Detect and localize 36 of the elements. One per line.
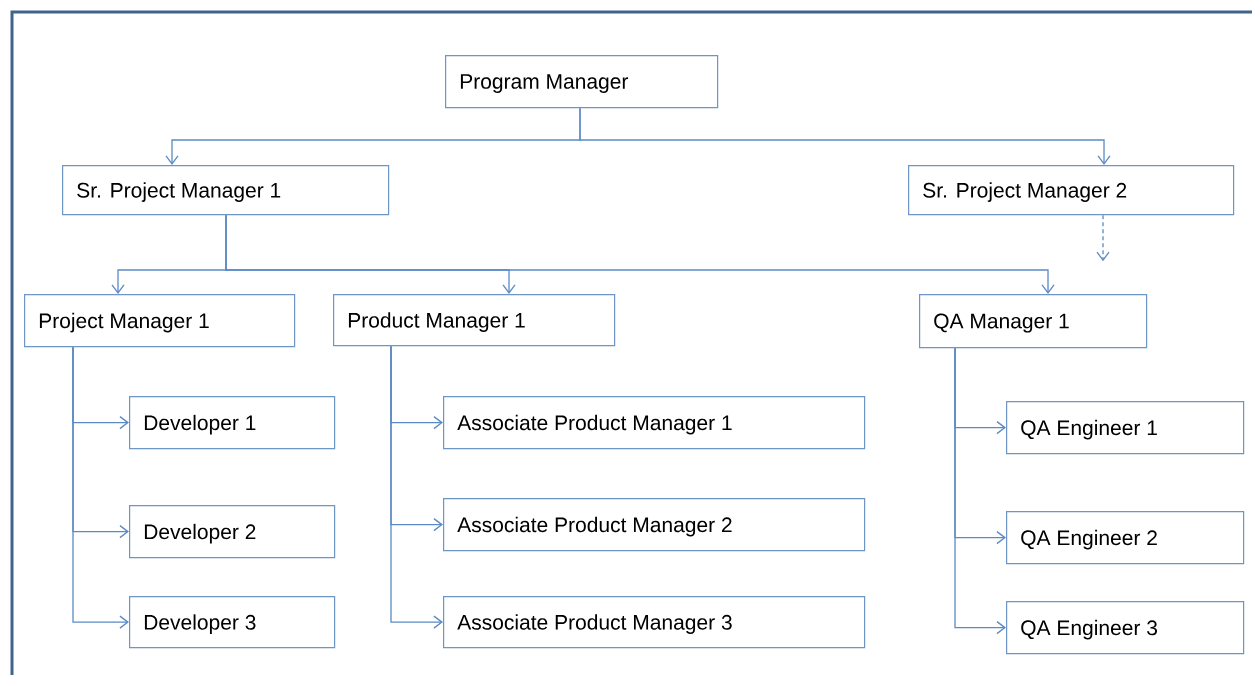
- role-label: Sr. Project Manager 1: [77, 182, 281, 202]
- role-box: [1006, 601, 1245, 655]
- arrow: [72, 346, 129, 629]
- role-label: Developer 3: [144, 614, 256, 634]
- role-label: Product Manager 1: [348, 312, 525, 332]
- role-box: [445, 55, 719, 109]
- role-label: Associate Product Manager 3: [457, 614, 732, 634]
- role-label: Sr. Project Manager 2: [923, 182, 1127, 202]
- role-box: [1006, 511, 1245, 565]
- arrow: [579, 107, 1111, 165]
- role-box: [919, 294, 1148, 349]
- role-label: Developer 1: [144, 414, 256, 435]
- role-box: [62, 165, 390, 216]
- role-label: QA Engineer 1: [1021, 419, 1157, 440]
- role-box: [129, 505, 336, 559]
- arrow: [1096, 214, 1110, 262]
- role-box: [443, 396, 866, 450]
- role-box: [333, 294, 616, 347]
- role-label: Program Manager: [460, 74, 629, 93]
- role-label: Associate Product Manager 2: [457, 516, 732, 537]
- role-box: [1006, 401, 1245, 455]
- role-box: [908, 165, 1235, 216]
- role-box: [129, 596, 336, 649]
- arrow: [225, 214, 1055, 294]
- role-label: QA Engineer 3: [1021, 619, 1157, 640]
- role-label: Developer 2: [144, 523, 256, 544]
- role-box: [24, 294, 296, 348]
- role-box: [443, 596, 866, 649]
- role-label: Associate Product Manager 1: [457, 414, 732, 435]
- role-label: QA Manager 1: [934, 313, 1069, 333]
- role-label: QA Engineer 2: [1021, 529, 1157, 550]
- arrow: [954, 347, 1006, 635]
- role-label: Project Manager 1: [39, 312, 209, 333]
- role-box: [443, 498, 866, 552]
- arrow: [390, 345, 443, 629]
- role-box: [129, 396, 336, 450]
